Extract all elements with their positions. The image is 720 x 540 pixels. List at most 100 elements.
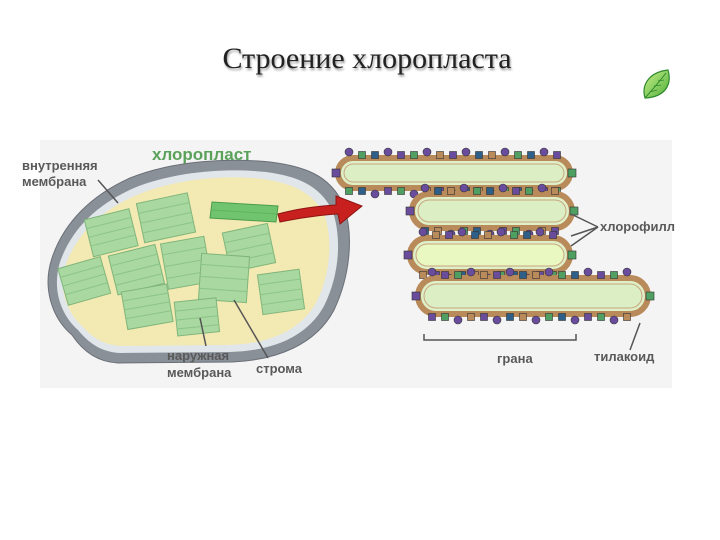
- chlorophyll-particle: [441, 313, 449, 321]
- leader-lines: [97, 179, 641, 359]
- chlorophyll-particle: [549, 231, 557, 239]
- chlorophyll-particle: [597, 271, 605, 279]
- chlorophyll-particle: [537, 183, 547, 193]
- chlorophyll-particle: [558, 271, 566, 279]
- granum: [197, 252, 251, 304]
- chlorophyll-particle: [480, 313, 488, 321]
- chlorophyll-particle: [553, 151, 561, 159]
- chlorophyll-particle: [609, 315, 619, 325]
- chlorophyll-particle: [370, 189, 380, 199]
- granum: [83, 208, 139, 258]
- chlorophyll-particle: [383, 147, 393, 157]
- label-stroma: строма: [256, 361, 303, 376]
- leaf-icon: [643, 69, 670, 99]
- chlorophyll-particle: [453, 315, 463, 325]
- thylakoid-lumen: [417, 199, 567, 223]
- chlorophyll-particle: [545, 313, 553, 321]
- grana-stacks: [57, 192, 306, 337]
- chlorophyll-particle: [411, 291, 421, 301]
- chlorophyll-particle: [558, 313, 566, 321]
- chlorophyll-particle: [480, 271, 488, 279]
- label-thylakoid: тилакоид: [594, 349, 655, 364]
- chlorophyll-particle: [486, 187, 494, 195]
- chlorophyll-particle: [500, 147, 510, 157]
- chlorophyll-particle: [531, 315, 541, 325]
- chlorophyll-particle: [358, 151, 366, 159]
- chlorophyll-particle: [461, 147, 471, 157]
- chlorophyll-particle: [371, 151, 379, 159]
- chlorophyll-particle: [519, 313, 527, 321]
- chlorophyll-particle: [428, 313, 436, 321]
- chlorophyll-particle: [623, 313, 631, 321]
- chlorophyll-particle: [505, 267, 515, 277]
- chlorophyll-particle: [418, 227, 428, 237]
- chlorophyll-particle: [570, 315, 580, 325]
- chlorophyll-particle: [567, 250, 577, 260]
- chlorophyll-particle: [434, 187, 442, 195]
- chlorophyll-particle: [471, 231, 479, 239]
- chlorophyll-particle: [459, 183, 469, 193]
- chlorophyll-particle: [345, 187, 353, 195]
- granum: [135, 192, 197, 244]
- chlorophyll-particle: [484, 231, 492, 239]
- chlorophyll-particle: [454, 271, 462, 279]
- label-outer-membrane-2: мембрана: [167, 365, 232, 380]
- chlorophyll-particle: [498, 183, 508, 193]
- chlorophyll-particle: [544, 267, 554, 277]
- chlorophyll-particle: [493, 271, 501, 279]
- label-grana: грана: [497, 351, 533, 366]
- granum: [159, 235, 213, 290]
- chlorophyll-particle: [514, 151, 522, 159]
- thylakoid-stack: [331, 147, 655, 325]
- chlorophyll-particle: [610, 271, 618, 279]
- label-chloroplast: хлоропласт: [152, 145, 252, 164]
- chlorophyll-particle: [397, 187, 405, 195]
- thylakoid-lumen: [423, 283, 643, 309]
- chlorophyll-particle: [445, 231, 453, 239]
- highlighted-granum: [209, 201, 279, 223]
- chlorophyll-particle: [473, 187, 481, 195]
- chlorophyll-particle: [467, 313, 475, 321]
- chlorophyll-particle: [441, 271, 449, 279]
- granum: [256, 268, 306, 316]
- chlorophyll-particle: [492, 315, 502, 325]
- chlorophyll-particle: [583, 267, 593, 277]
- chlorophyll-particle: [539, 147, 549, 157]
- thylakoid-lumen: [343, 163, 565, 183]
- arrow-right-icon: [277, 195, 363, 225]
- chlorophyll-particle: [567, 168, 577, 178]
- granum: [120, 283, 174, 331]
- page-title: Строение хлоропласта: [222, 42, 512, 75]
- chlorophyll-particle: [506, 313, 514, 321]
- chlorophyll-particle: [535, 227, 545, 237]
- chlorophyll-particle: [405, 206, 415, 216]
- chlorophyll-particle: [344, 147, 354, 157]
- label-chlorophyll: хлорофилл: [600, 219, 675, 234]
- chlorophyll-particle: [449, 151, 457, 159]
- chlorophyll-particle: [358, 187, 366, 195]
- granum: [173, 297, 221, 337]
- chlorophyll-particle: [447, 187, 455, 195]
- chlorophyll-particle: [532, 271, 540, 279]
- chlorophyll-particle: [512, 187, 520, 195]
- label-outer-membrane-1: наружная: [167, 348, 229, 363]
- thylakoid-lumen: [415, 243, 565, 267]
- chloroplast: [47, 159, 350, 364]
- chlorophyll-particle: [523, 231, 531, 239]
- label-inner-membrane-2: мембрана: [22, 174, 87, 189]
- chlorophyll-particle: [488, 151, 496, 159]
- label-inner-membrane-1: внутренняя: [22, 158, 98, 173]
- chlorophyll-particle: [571, 271, 579, 279]
- chlorophyll-particle: [584, 313, 592, 321]
- chlorophyll-particle: [422, 147, 432, 157]
- chlorophyll-particle: [384, 187, 392, 195]
- chlorophyll-particle: [525, 187, 533, 195]
- chlorophyll-particle: [331, 168, 341, 178]
- chlorophyll-particle: [419, 271, 427, 279]
- chlorophyll-particle: [420, 183, 430, 193]
- chlorophyll-particle: [496, 227, 506, 237]
- chlorophyll-particle: [551, 187, 559, 195]
- chlorophyll-particle: [597, 313, 605, 321]
- granum: [57, 256, 112, 306]
